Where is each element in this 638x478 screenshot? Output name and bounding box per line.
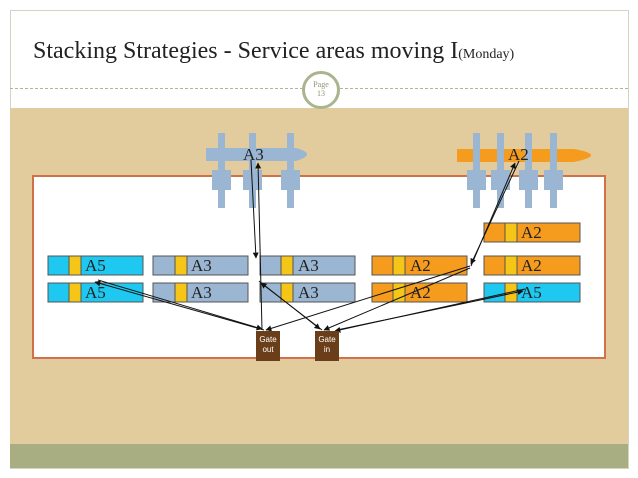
- page-label: Page: [313, 80, 329, 89]
- block-marker: [280, 255, 294, 276]
- page-number: 13: [317, 89, 325, 98]
- arrow-vessel-a3-to-block: [250, 159, 259, 259]
- crane: [281, 170, 300, 190]
- arrow-a2-to-gate-in: [323, 267, 471, 331]
- block-marker: [174, 255, 188, 276]
- slide-title: Stacking Strategies - Service areas movi…: [33, 38, 514, 65]
- vessel-a3-hull: [206, 148, 307, 161]
- gate-in-label-top: Gate: [318, 335, 336, 344]
- gate-in-label-bottom: in: [323, 345, 331, 354]
- crane: [544, 170, 563, 190]
- gate-out: Gate out: [256, 331, 280, 361]
- block-marker: [280, 282, 294, 303]
- block-marker: [392, 255, 406, 276]
- gate-in: Gate in: [315, 331, 339, 361]
- arrow-gate-out-to-a3-ship: [255, 162, 263, 331]
- block-r1-c2-label: A3: [191, 256, 212, 275]
- flow-arrows: [94, 159, 526, 333]
- slide-title-suffix: (Monday): [458, 47, 515, 62]
- block-marker: [68, 255, 82, 276]
- block-r2-c2-label: A3: [191, 283, 212, 302]
- vessel-a3-label: A3: [243, 145, 264, 164]
- crane: [467, 170, 486, 190]
- block-marker: [68, 282, 82, 303]
- block-r1-c3-label: A3: [298, 256, 319, 275]
- arrow-a2-to-gate-out: [265, 265, 471, 332]
- vessel-a2-label: A2: [508, 145, 529, 164]
- block-r1-c5-label: A2: [521, 256, 542, 275]
- block-r2-c4-label: A2: [410, 283, 431, 302]
- block-marker: [174, 282, 188, 303]
- crane: [519, 170, 538, 190]
- storage-blocks: [47, 222, 581, 303]
- block-r2-c1-label: A5: [85, 283, 106, 302]
- arrow-gate-in-to-a5-right: [336, 289, 524, 331]
- vessel-a2-hull: [457, 149, 591, 162]
- block-r2-c3-label: A3: [298, 283, 319, 302]
- arrow-vessel-a2-to-block: [470, 160, 520, 265]
- footer-band: [10, 444, 628, 468]
- block-r1-c4-label: A2: [410, 256, 431, 275]
- slide-title-main: Stacking Strategies - Service areas movi…: [33, 38, 459, 64]
- crane: [212, 170, 231, 190]
- block-r2-c5-label: A5: [521, 283, 542, 302]
- gate-out-label-bottom: out: [262, 345, 274, 354]
- arrow-gate-in-to-a3: [260, 282, 323, 331]
- block-r0-c5-label: A2: [521, 223, 542, 242]
- block-marker: [504, 222, 518, 243]
- gate-out-label-top: Gate: [259, 335, 277, 344]
- block-marker: [504, 255, 518, 276]
- block-marker: [392, 282, 406, 303]
- arrow-a5-gate-out: [94, 280, 265, 331]
- arrow-block-a5-to-gate: [97, 279, 263, 331]
- block-r1-c1-label: A5: [85, 256, 106, 275]
